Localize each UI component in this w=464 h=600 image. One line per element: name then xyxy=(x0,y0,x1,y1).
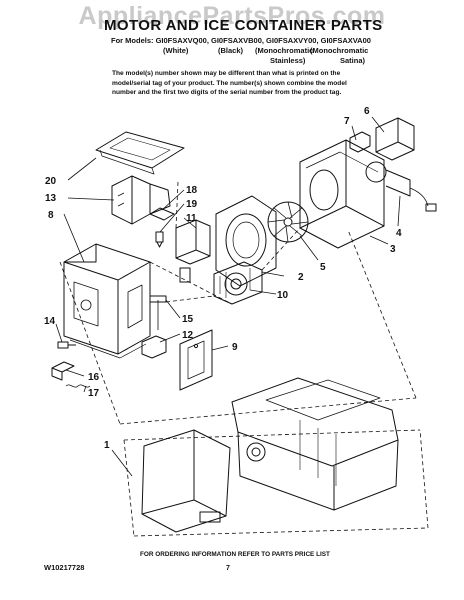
callout-7: 7 xyxy=(344,116,350,127)
variant-black: (Black) xyxy=(218,46,244,55)
callout-12: 12 xyxy=(182,330,194,341)
callout-16: 16 xyxy=(88,372,100,383)
part-9-plate xyxy=(179,329,213,391)
variant-stainless: Stainless) xyxy=(270,56,306,65)
callout-17: 17 xyxy=(88,388,100,399)
leader-lines xyxy=(55,116,401,477)
watermark: AppliancePartsPros.com xyxy=(78,2,386,30)
part-16-bracket xyxy=(51,361,75,381)
callout-15: 15 xyxy=(182,314,194,325)
callout-18: 18 xyxy=(186,185,198,196)
variant-white: (White) xyxy=(163,46,189,55)
callout-20: 20 xyxy=(45,176,57,187)
callout-labels: 6 7 5 4 3 2 10 20 13 18 19 11 8 14 15 12… xyxy=(44,106,402,451)
part-5-fan xyxy=(267,201,309,243)
callout-11: 11 xyxy=(186,213,197,224)
part-10-gear xyxy=(213,261,263,305)
model-note: The model(s) number shown may be differe… xyxy=(112,69,382,98)
part-11-switch xyxy=(175,219,211,283)
part-20-gasket xyxy=(95,131,185,175)
part-3-motor-housing xyxy=(299,139,385,249)
part-18-clip xyxy=(149,207,175,221)
assembly-frame xyxy=(59,181,429,537)
part-8-housing xyxy=(63,243,151,359)
models-line: For Models: GI0FSAXVQ00, GI0FSAXVB00, GI… xyxy=(111,36,371,45)
callout-9: 9 xyxy=(232,342,238,353)
callout-19: 19 xyxy=(186,199,198,210)
callout-10: 10 xyxy=(277,290,289,301)
ordering-footer: FOR ORDERING INFORMATION REFER TO PARTS … xyxy=(140,551,330,558)
callout-8: 8 xyxy=(48,210,54,221)
note-line: The model(s) number shown may be differe… xyxy=(112,70,341,77)
part-2-plate xyxy=(215,195,277,287)
part-7-connector xyxy=(349,131,371,153)
part-1-ice-bin xyxy=(141,377,399,533)
variant-satina: Satina) xyxy=(340,56,366,65)
callout-4: 4 xyxy=(396,228,402,239)
part-13-bracket xyxy=(111,175,171,225)
document-number: W10217728 xyxy=(44,563,85,572)
part-19-screw xyxy=(155,231,164,248)
part-15-post xyxy=(149,295,167,330)
callout-6: 6 xyxy=(364,106,370,117)
part-17-spring xyxy=(65,384,91,388)
callout-13: 13 xyxy=(45,193,57,204)
part-6-bracket xyxy=(375,117,415,161)
callout-14: 14 xyxy=(44,316,56,327)
note-line: model/serial tag of your product. The nu… xyxy=(112,79,347,87)
variant-monochromatic-2: (Monochromatic xyxy=(310,46,369,55)
variant-monochromatic-1: (Monochromatic xyxy=(255,46,314,55)
callout-3: 3 xyxy=(390,244,396,255)
page-title: MOTOR AND ICE CONTAINER PARTS xyxy=(104,17,383,34)
part-14-screw xyxy=(57,341,76,349)
note-line: number and the first two digits of the s… xyxy=(112,89,342,96)
callout-1: 1 xyxy=(104,440,110,451)
callout-5: 5 xyxy=(320,262,326,273)
callout-2: 2 xyxy=(298,272,304,283)
part-12-connector xyxy=(141,335,167,359)
part-4-motor xyxy=(365,161,437,212)
page-number: 7 xyxy=(226,565,230,572)
